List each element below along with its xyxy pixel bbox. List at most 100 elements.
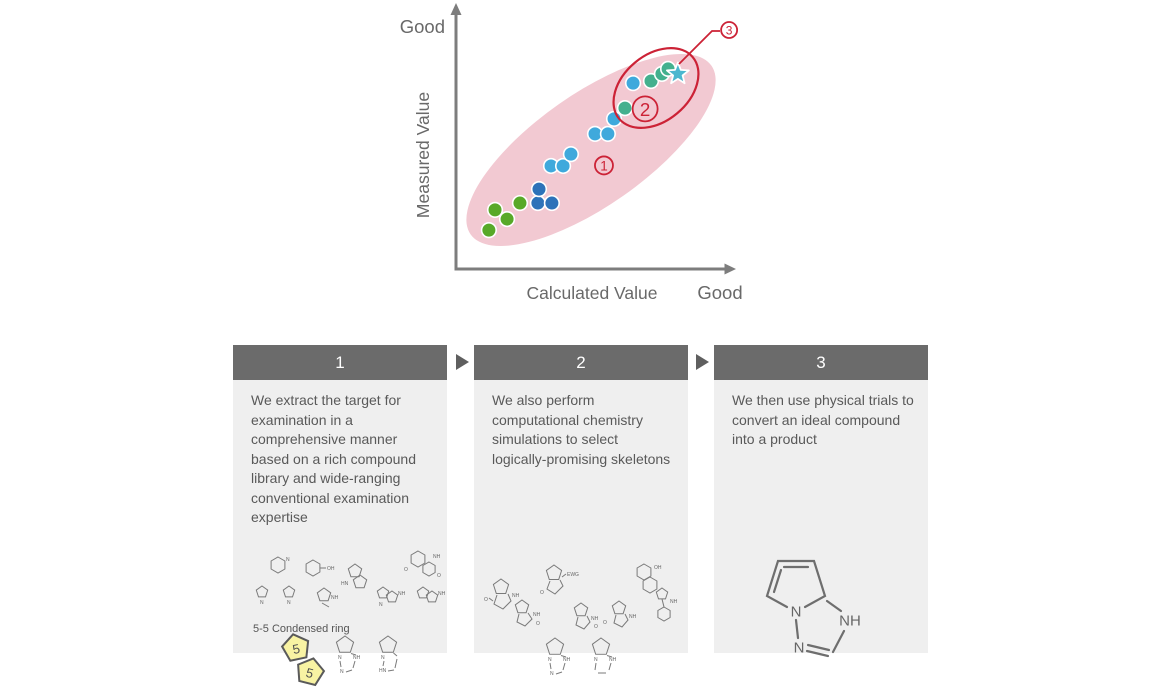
molecule-sketch: N (282, 585, 296, 606)
step-1-header: 1 (233, 345, 447, 380)
selected-cluster-ellipse (612, 47, 700, 129)
compounds-green-point (498, 210, 516, 228)
svg-text:O: O (540, 590, 544, 596)
step-2-body: We also perform computational chemistry … (474, 380, 688, 677)
molecule-sketch: NH N (376, 586, 406, 608)
svg-text:N: N (594, 657, 598, 663)
molecule-sketch: NH (416, 586, 446, 603)
svg-text:NH: NH (670, 599, 678, 605)
svg-text:N: N (287, 600, 291, 606)
annotation-markers: 1 2 3 (594, 21, 739, 176)
svg-text:N: N (286, 557, 290, 563)
x-axis-good-label: Good (697, 282, 742, 303)
svg-text:5: 5 (291, 641, 301, 657)
svg-text:NH: NH (438, 591, 446, 597)
step-3-description: We then use physical trials to convert a… (732, 392, 914, 447)
ideal-compound-star (666, 61, 690, 85)
annotation-circled-3: 3 (720, 21, 739, 39)
annotation-circled-2: 2 (631, 95, 659, 123)
arrow-right-icon (696, 354, 709, 370)
svg-text:OH: OH (327, 566, 335, 572)
svg-text:N: N (340, 669, 344, 675)
compounds-sky-blue-point (624, 75, 642, 92)
step-1-molecules: N OH HN NH O O (253, 550, 446, 687)
yellow-pentagon-1: 5 (280, 633, 310, 662)
compounds-green-point (486, 201, 504, 218)
molecule-sketch: N (255, 585, 269, 606)
condensed-ring-structure: N NH (591, 637, 617, 674)
condensed-ring-structure: N NH N (335, 635, 361, 675)
correlation-band-ellipse (466, 54, 716, 246)
step-2-number: 2 (576, 352, 586, 372)
compounds-green-point (511, 194, 529, 212)
scatter-plot: Good Measured Value Calculated Value Goo… (400, 3, 743, 303)
svg-text:O: O (603, 620, 607, 626)
condensed-ring-structure: N NH N (545, 637, 571, 677)
svg-text:N: N (379, 602, 383, 608)
svg-text:3: 3 (726, 23, 733, 37)
molecule-sketch: NH (316, 587, 339, 608)
svg-text:N: N (381, 655, 385, 661)
molecule-sketch: OH (305, 559, 335, 577)
step-2-molecules: NH O NH O EWG O (484, 563, 678, 677)
molecule-sketch: NH (655, 587, 678, 622)
axes (454, 13, 726, 271)
molecule-sketch: NH O (514, 599, 541, 627)
svg-text:N: N (548, 657, 552, 663)
step-panel-2: 2 We also perform computational chemistr… (474, 345, 688, 677)
svg-text:N: N (260, 600, 264, 606)
figure-canvas: Good Measured Value Calculated Value Goo… (233, 3, 928, 687)
y-axis-label: Measured Value (413, 92, 433, 218)
svg-text:OH: OH (654, 565, 662, 571)
x-axis-label: Calculated Value (526, 283, 657, 303)
svg-text:NH: NH (839, 613, 861, 630)
step-2-description: We also perform computational chemistry … (492, 392, 671, 467)
arrow-right-icon (456, 354, 469, 370)
svg-text:N: N (791, 604, 802, 621)
svg-text:HN: HN (341, 581, 349, 587)
compounds-sky-blue-point (562, 146, 580, 163)
y-axis-arrowhead-icon (450, 3, 462, 15)
molecule-sketch: OH (636, 563, 662, 594)
svg-text:NH: NH (433, 554, 441, 560)
svg-text:NH: NH (591, 616, 599, 622)
svg-text:NH: NH (563, 657, 571, 663)
step-2-header: 2 (474, 345, 688, 380)
molecule-sketch: NH O (484, 578, 520, 610)
step-3-header: 3 (714, 345, 928, 380)
molecule-sketch: EWG O (540, 564, 579, 596)
molecule-sketch: N (270, 556, 290, 574)
y-axis-good-label: Good (400, 16, 445, 37)
compounds-sky-blue-point (554, 157, 572, 175)
svg-text:N: N (794, 640, 805, 657)
svg-text:O: O (594, 624, 598, 630)
molecule-sketch: NH O (603, 600, 637, 628)
svg-text:N: N (338, 655, 342, 661)
svg-text:O: O (536, 621, 540, 627)
x-axis-arrowhead-icon (724, 263, 736, 275)
svg-text:NH: NH (398, 591, 406, 597)
condensed-ring-structure: N HN (378, 635, 398, 674)
compounds-dark-blue-point (529, 194, 546, 212)
svg-text:1: 1 (600, 158, 608, 173)
svg-text:EWG: EWG (567, 572, 579, 578)
step-1-body: We extract the target for examination in… (233, 380, 447, 687)
step-1-number: 1 (335, 352, 345, 372)
step-3-body: We then use physical trials to convert a… (714, 380, 928, 658)
svg-text:NH: NH (609, 657, 617, 663)
svg-text:2: 2 (640, 99, 650, 120)
step-panel-1: 1 We extract the target for examination … (233, 345, 447, 687)
svg-text:NH: NH (533, 612, 541, 618)
svg-text:NH: NH (331, 595, 339, 601)
step-3-molecule: N N NH (765, 559, 861, 658)
product-compound-structure: N N NH (765, 559, 861, 658)
compounds-teal-point (616, 99, 634, 117)
compounds-dark-blue-point (530, 181, 548, 198)
svg-text:N: N (550, 671, 554, 677)
molecule-sketch: HN (341, 563, 368, 589)
svg-text:HN: HN (379, 668, 387, 674)
svg-text:O: O (484, 597, 488, 603)
compounds-green-point (480, 222, 497, 239)
svg-text:NH: NH (353, 655, 361, 661)
molecule-sketch: NH O (573, 602, 599, 630)
